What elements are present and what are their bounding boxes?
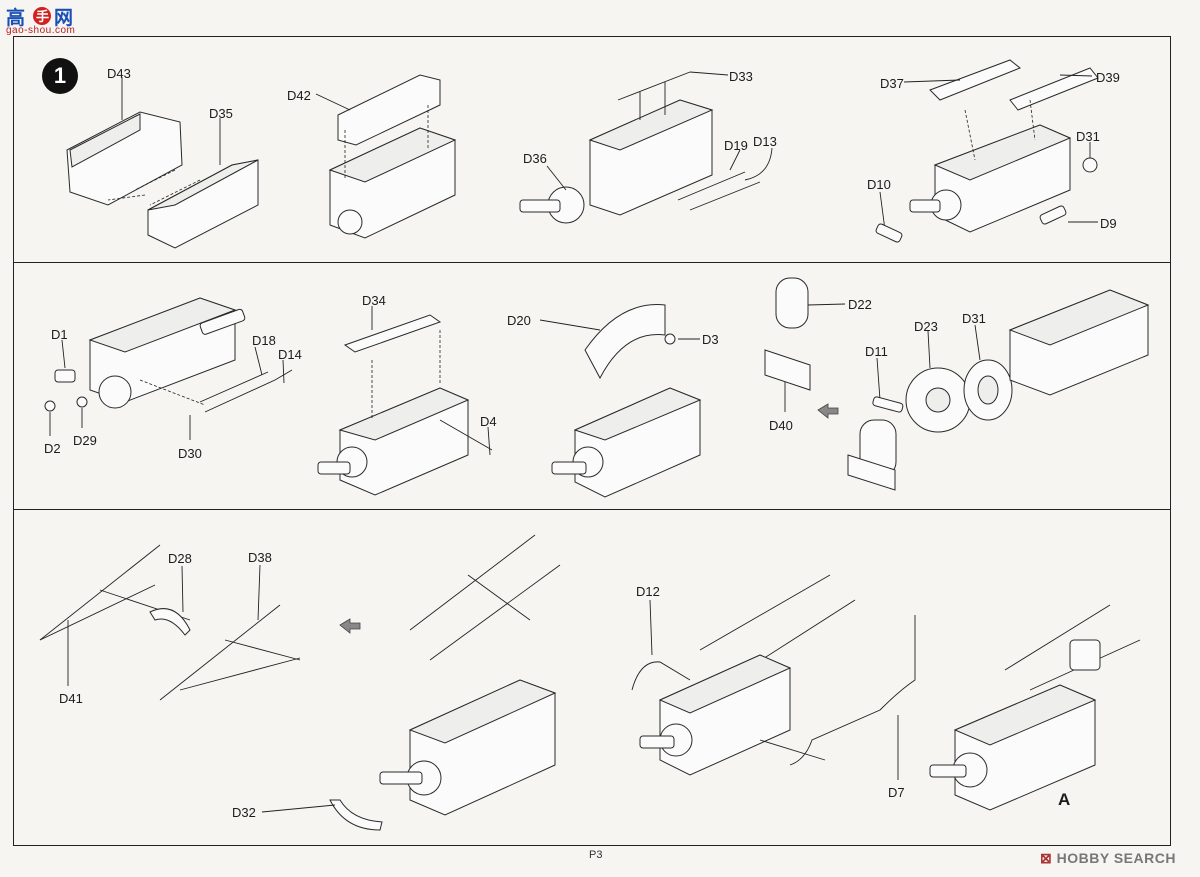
site-watermark-logo: 高 手 网 <box>4 4 84 38</box>
part-label-d18: D18 <box>252 333 276 348</box>
instruction-frame <box>13 36 1171 846</box>
part-label-d4: D4 <box>480 414 497 429</box>
panel-divider-1 <box>13 262 1171 263</box>
part-label-d37: D37 <box>880 76 904 91</box>
svg-text:网: 网 <box>54 7 73 29</box>
part-label-d23: D23 <box>914 319 938 334</box>
part-label-d9: D9 <box>1100 216 1117 231</box>
part-label-d34: D34 <box>362 293 386 308</box>
part-label-d1: D1 <box>51 327 68 342</box>
part-label-d33: D33 <box>729 69 753 84</box>
part-label-d19: D19 <box>724 138 748 153</box>
part-label-d22: D22 <box>848 297 872 312</box>
engine-with-frame <box>261 534 561 831</box>
engine-d20-d3 <box>539 304 702 498</box>
part-label-d14: D14 <box>278 347 302 362</box>
step-number-badge: 1 <box>42 58 78 94</box>
part-label-d30: D30 <box>178 446 202 461</box>
engine-d22-c31 <box>764 277 1150 491</box>
part-label-d13: D13 <box>753 134 777 149</box>
part-label-d28: D28 <box>168 551 192 566</box>
hobby-search-logo-icon: ⊠ <box>1040 850 1053 866</box>
part-label-d12: D12 <box>636 584 660 599</box>
page-number: P3 <box>589 849 603 861</box>
mounting-frame-parts <box>39 544 361 701</box>
part-label-d10: D10 <box>867 177 891 192</box>
crankcase-parts <box>66 77 259 249</box>
part-label-d2: D2 <box>44 441 61 456</box>
part-label-d32: D32 <box>232 805 256 820</box>
hobby-search-watermark: ⊠ HOBBY SEARCH <box>1040 850 1176 866</box>
part-label-d42: D42 <box>287 88 311 103</box>
svg-text:高: 高 <box>6 6 25 29</box>
crankcase-with-pipes <box>519 71 773 224</box>
engine-d34-d4 <box>317 306 493 496</box>
part-label-d40: D40 <box>769 418 793 433</box>
crankcase-assembly <box>315 74 457 239</box>
engine-subassembly-a <box>929 604 1141 811</box>
svg-text:手: 手 <box>36 9 49 25</box>
part-label-d35: D35 <box>209 106 233 121</box>
part-label-d31: D31 <box>1076 129 1100 144</box>
part-label-d43: D43 <box>107 66 131 81</box>
watermark-url: gao-shou.com <box>6 25 76 36</box>
engine-d1-d30 <box>44 297 293 440</box>
part-label-d7: D7 <box>888 785 905 800</box>
part-label-d11: D11 <box>865 344 888 359</box>
part-label-d39: D39 <box>1096 70 1120 85</box>
engine-with-valve-covers <box>875 59 1099 243</box>
engine-d12-d7 <box>631 574 916 780</box>
part-label-d31: D31 <box>962 311 986 326</box>
subassembly-a-label: A <box>1058 790 1071 809</box>
part-label-d38: D38 <box>248 550 272 565</box>
part-label-d3: D3 <box>702 332 719 347</box>
part-label-d36: D36 <box>523 151 547 166</box>
part-label-d20: D20 <box>507 313 531 328</box>
panel-divider-2 <box>13 509 1171 510</box>
part-label-d29: D29 <box>73 433 97 448</box>
part-label-d41: D41 <box>59 691 83 706</box>
